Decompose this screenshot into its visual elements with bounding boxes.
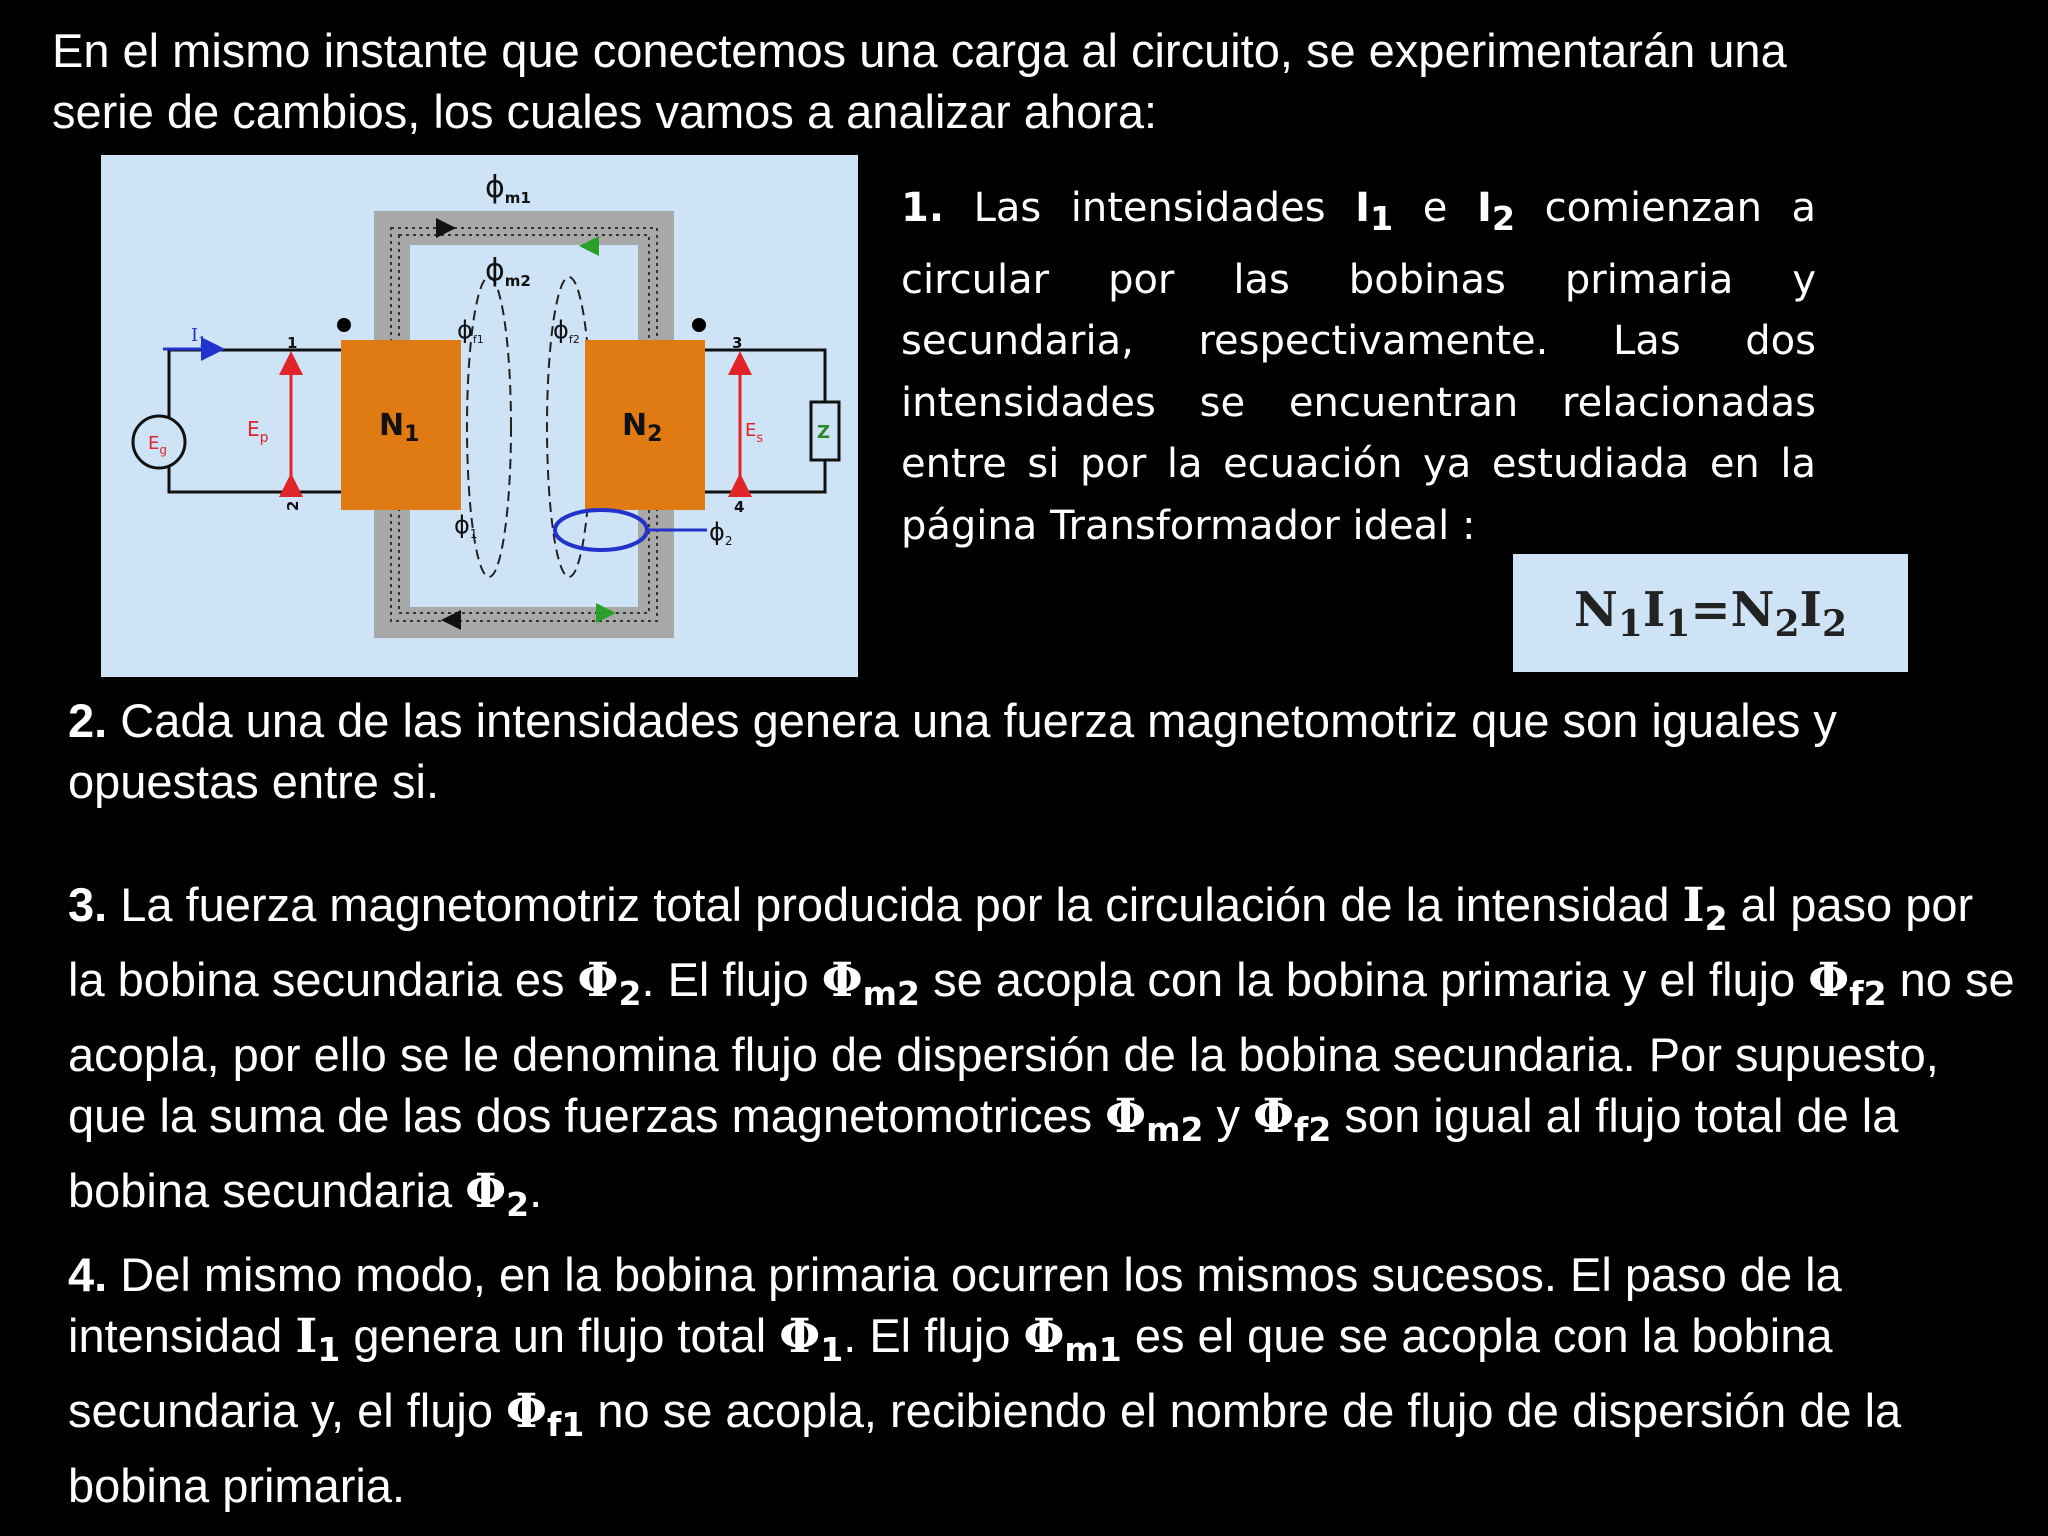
transformer-diagram: Eg Z 1 2 3 4 Ep Es I1 N1 bbox=[101, 155, 858, 677]
secondary-wire-bottom bbox=[705, 460, 827, 494]
intro-paragraph: En el mismo instante que conectemos una … bbox=[52, 20, 2012, 142]
symbol-phi-f2: Φf2 bbox=[1808, 953, 1887, 1013]
label-n1: N1 bbox=[379, 408, 419, 447]
secondary-coil bbox=[585, 340, 705, 510]
point-2-text: Cada una de las intensidades genera una … bbox=[68, 694, 1837, 808]
terminal-4: 4 bbox=[734, 498, 744, 516]
polarity-dot-primary bbox=[337, 318, 351, 332]
point-1-text-a: Las intensidades bbox=[944, 185, 1356, 231]
symbol-phi-m2-second: Φm2 bbox=[1105, 1089, 1204, 1149]
flux-arrow-m2-bottom bbox=[596, 603, 616, 623]
symbol-phi-1: Φ1 bbox=[779, 1309, 844, 1369]
intro-line-1: En el mismo instante que conectemos una … bbox=[52, 24, 1787, 77]
point-1-text-c: comienzan a circular por las bobinas pri… bbox=[901, 185, 1817, 549]
label-n2: N2 bbox=[622, 408, 662, 447]
secondary-wire-top bbox=[705, 348, 827, 423]
label-z: Z bbox=[817, 422, 830, 443]
point-2-number: 2. bbox=[68, 694, 108, 747]
primary-coil bbox=[341, 340, 461, 510]
label-phi-f1: ϕf1 bbox=[457, 316, 484, 346]
point-1-paragraph: 1. Las intensidades I1 e I2 comienzan a … bbox=[901, 178, 1816, 557]
load-impedance bbox=[809, 400, 841, 462]
symbol-phi-2: Φ2 bbox=[577, 953, 642, 1013]
flux-arrow-m1-bottom bbox=[441, 610, 461, 630]
terminal-3: 3 bbox=[732, 334, 742, 352]
point-4-paragraph: 4. Del mismo modo, en la bobina primaria… bbox=[68, 1248, 1902, 1512]
point-1-text-b: e bbox=[1393, 185, 1477, 231]
flux-arrow-m1-top bbox=[436, 218, 456, 238]
label-phi-m2: ϕm2 bbox=[485, 253, 531, 290]
symbol-phi-f1: Φf1 bbox=[506, 1384, 585, 1444]
leakage-flux-f1-loop bbox=[466, 276, 512, 578]
transformer-diagram-svg: Eg Z 1 2 3 4 Ep Es I1 N1 bbox=[131, 170, 841, 638]
voltage-source bbox=[131, 414, 187, 470]
label-phi-2: ϕ2 bbox=[709, 518, 732, 548]
symbol-phi-f2-second: Φf2 bbox=[1253, 1089, 1332, 1149]
terminal-2: 2 bbox=[284, 501, 302, 511]
symbol-phi-2-second: Φ2 bbox=[465, 1164, 530, 1224]
point-1-symbol-i1: I1 bbox=[1355, 185, 1394, 238]
label-phi-m1: ϕm1 bbox=[485, 170, 531, 207]
point-4-number: 4. bbox=[68, 1248, 108, 1301]
symbol-i2: I2 bbox=[1682, 878, 1728, 938]
formula-box: N1I1=N2I2 bbox=[1513, 554, 1908, 672]
symbol-i1: I1 bbox=[295, 1309, 341, 1369]
label-phi-1: ϕ1 bbox=[454, 511, 477, 541]
label-i1: I1 bbox=[191, 325, 206, 350]
label-ep: Ep bbox=[247, 417, 269, 446]
point-1-number: 1. bbox=[901, 185, 945, 231]
point-1-symbol-i2: I2 bbox=[1476, 185, 1516, 238]
symbol-phi-m2: Φm2 bbox=[821, 953, 921, 1013]
label-eg: Eg bbox=[148, 433, 167, 457]
symbol-phi-m1: Φm1 bbox=[1023, 1309, 1122, 1369]
primary-wire-top bbox=[167, 348, 341, 423]
point-3-number: 3. bbox=[68, 878, 108, 931]
label-phi-f2: ϕf2 bbox=[553, 316, 580, 346]
flux-arrow-m2-top bbox=[579, 236, 599, 256]
intro-line-2: serie de cambios, los cuales vamos a ana… bbox=[52, 85, 1158, 138]
label-es: Es bbox=[745, 420, 763, 446]
polarity-dot-secondary bbox=[692, 318, 706, 332]
point-3-paragraph: 3. La fuerza magnetomotriz total produci… bbox=[68, 878, 2015, 1224]
point-2-paragraph: 2. Cada una de las intensidades genera u… bbox=[68, 690, 2018, 812]
formula-equation: N1I1=N2I2 bbox=[1573, 581, 1848, 645]
primary-wire-bottom bbox=[167, 463, 341, 494]
terminal-1: 1 bbox=[287, 334, 297, 352]
